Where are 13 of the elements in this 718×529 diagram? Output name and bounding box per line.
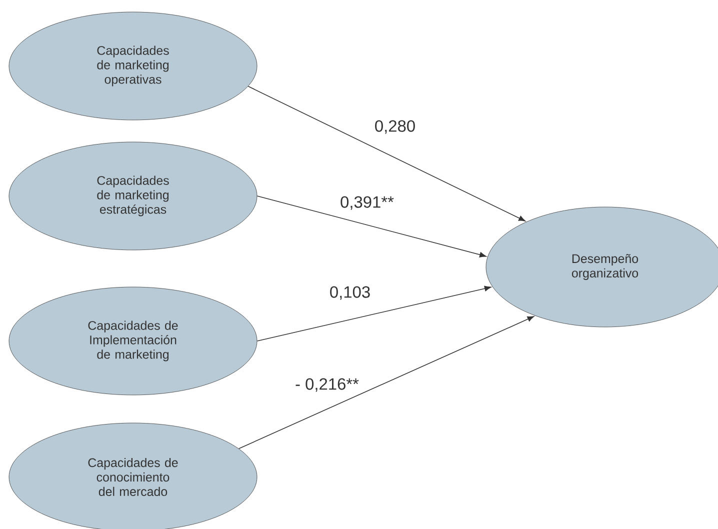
- arrow: [248, 86, 526, 222]
- ellipse-node: Capacidades de marketing estratégicas: [8, 142, 258, 250]
- arrow: [238, 316, 534, 450]
- edge-label: - 0,216**: [296, 378, 359, 392]
- ellipse-node: Capacidades de Implementación de marketing: [8, 286, 258, 396]
- ellipse-node: Desempeño organizativo: [486, 206, 718, 328]
- edge-label: 0,280: [375, 120, 415, 134]
- arrow: [256, 286, 492, 342]
- edge-label: 0,103: [330, 286, 370, 300]
- ellipse-node: Capacidades de conocimiento del mercado: [8, 422, 258, 529]
- arrow: [256, 196, 486, 258]
- ellipse-node: Capacidades de marketing operativas: [8, 12, 258, 120]
- edge-label: 0,391**: [340, 196, 394, 210]
